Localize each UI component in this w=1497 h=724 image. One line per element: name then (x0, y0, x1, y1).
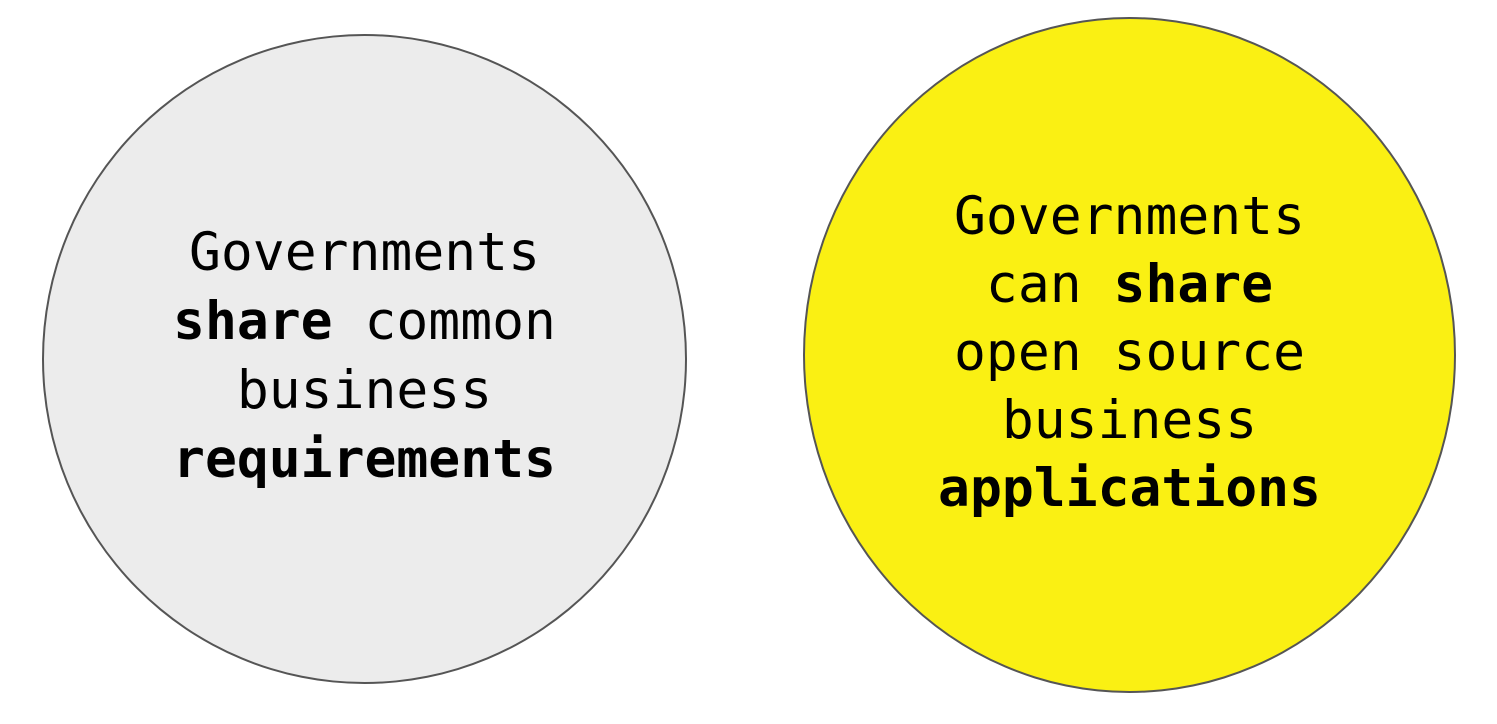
bubble-text-run: Governments (188, 222, 540, 283)
bubble-text-line: Governments (938, 183, 1321, 251)
bubble-text-line: open source (938, 319, 1321, 387)
bubble-text-emphasis: requirements (173, 429, 556, 490)
bubble-text-emphasis: share (1113, 254, 1274, 315)
bubble-text-emphasis: share (173, 291, 333, 352)
bubble-text-emphasis: applications (938, 458, 1321, 519)
bubble-text-run: can (985, 254, 1114, 315)
bubble-text-run: Governments (954, 186, 1305, 247)
bubble-text-line: applications (938, 455, 1321, 523)
bubble-text-run: business (236, 360, 493, 421)
bubble-text-line: Governments (173, 218, 556, 287)
bubble-text-line: requirements (173, 425, 556, 494)
bubble-text-run: open source (954, 322, 1305, 383)
bubble-text-run: common (332, 291, 556, 352)
bubble-text-run: business (1001, 390, 1258, 451)
bubble-text-line: can share (938, 251, 1321, 319)
bubble-text-line: business (173, 356, 556, 425)
bubble-text-line: share common (173, 287, 556, 356)
bubble-text-line: business (938, 387, 1321, 455)
